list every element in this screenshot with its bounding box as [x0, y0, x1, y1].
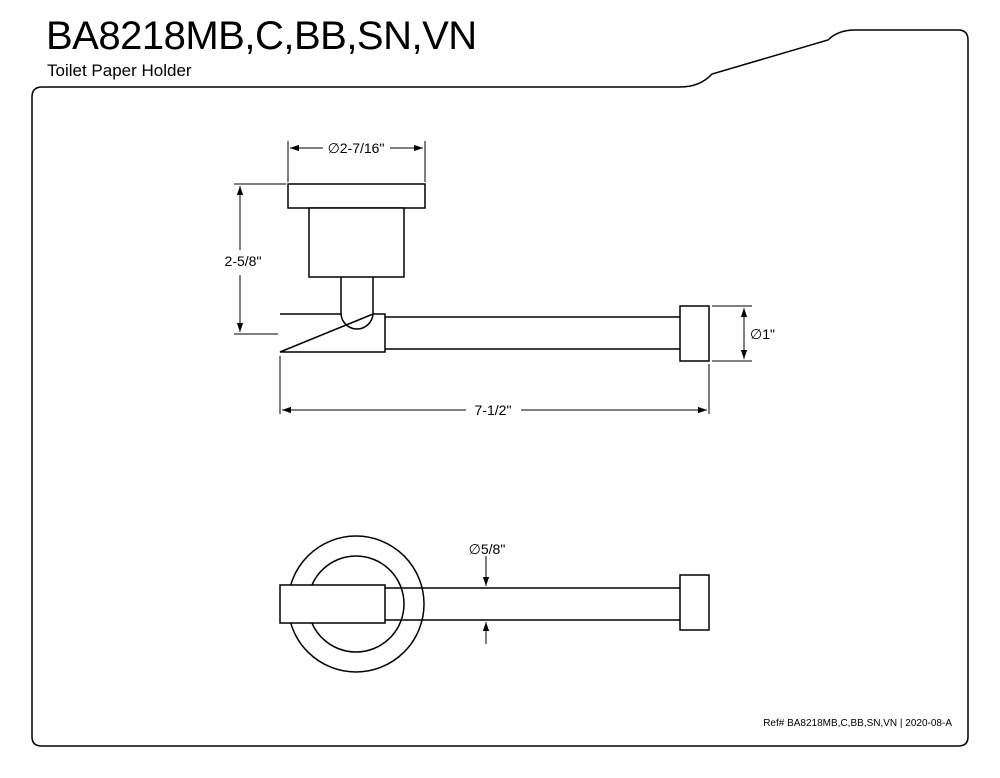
- rod-diameter-label: ∅5/8": [469, 541, 506, 557]
- model-number-title: BA8218MB,C,BB,SN,VN: [46, 14, 477, 58]
- end-cap-diameter-label: ∅1": [750, 326, 775, 342]
- height-label: 2-5/8": [225, 253, 262, 269]
- mount-body: [308, 207, 405, 278]
- flange: [287, 183, 426, 209]
- rod: [385, 316, 680, 350]
- product-name-subtitle: Toilet Paper Holder: [47, 61, 192, 80]
- flange-diameter-label: ∅2-7/16": [328, 140, 385, 156]
- sheet-border: [31, 29, 969, 747]
- top-view: [279, 535, 710, 673]
- arm-base: [279, 313, 386, 353]
- arm-base-top: [279, 584, 386, 624]
- side-view: [279, 183, 710, 362]
- reference-footer: Ref# BA8218MB,C,BB,SN,VN | 2020-08-A: [763, 718, 952, 729]
- side-view-labels: ∅2-7/16" 2-5/8" ∅1" 7-1/2": [225, 140, 775, 418]
- neck: [340, 277, 374, 330]
- overall-length-label: 7-1/2": [475, 402, 512, 418]
- end-cap-top: [679, 574, 710, 631]
- end-cap: [679, 305, 710, 362]
- side-view-dimensions: [234, 141, 752, 414]
- rod-top: [385, 587, 680, 621]
